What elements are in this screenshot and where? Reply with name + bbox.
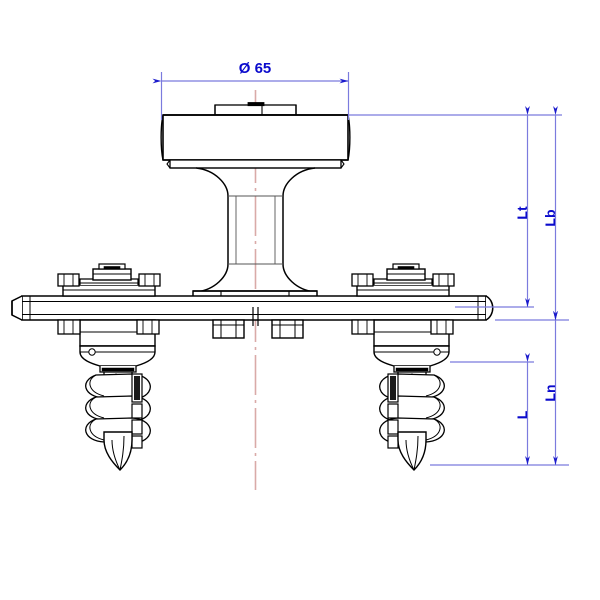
right-center-stud [386, 263, 426, 281]
right-clamp-block [351, 319, 454, 347]
top-boss [214, 102, 297, 116]
left-screw-assembly [57, 263, 161, 471]
left-screw-flights [85, 372, 151, 449]
center-hex-nuts [212, 307, 304, 339]
right-screw-flights [379, 372, 445, 449]
right-bolt-head-inner [351, 273, 374, 287]
dimension-label-diameter: Ø 65 [239, 60, 272, 77]
dimension-lt [348, 106, 562, 308]
left-screw-head [79, 345, 156, 373]
hex-nut-left [212, 319, 245, 339]
hex-nut-right [271, 319, 304, 339]
left-screw-tip [103, 431, 133, 471]
dimension-label-lt: Lt [514, 206, 530, 220]
dimension-l [430, 353, 569, 466]
cross-beam [11, 295, 494, 321]
dimension-label-ln: Ln [542, 384, 558, 401]
left-center-stud [92, 263, 132, 281]
tapered-column [195, 167, 316, 293]
right-screw-assembly [351, 263, 455, 471]
right-screw-head [373, 345, 450, 373]
right-bolt-head-outer [432, 273, 455, 287]
dimension-diameter-top [152, 72, 350, 120]
left-clamp-block [57, 319, 160, 347]
left-bolt-head-outer [57, 273, 80, 287]
left-bolt-head-inner [138, 273, 161, 287]
dimension-label-l: L [514, 410, 530, 419]
top-cap [160, 102, 351, 169]
dimension-label-lb: Lb [542, 209, 558, 226]
right-screw-tip [397, 431, 427, 471]
